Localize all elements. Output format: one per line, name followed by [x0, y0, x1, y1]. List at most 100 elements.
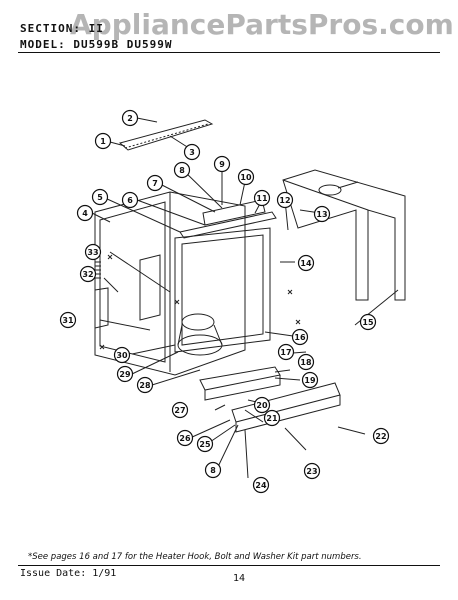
callout-8: 8: [173, 161, 191, 179]
callout-circle: [313, 205, 331, 223]
callout-number: 11: [256, 194, 268, 203]
callout-circle: [136, 376, 154, 394]
callout-circle: [252, 476, 270, 494]
callout-number: 26: [179, 434, 191, 443]
callout-29: 29: [116, 365, 134, 383]
bracket-part: [199, 366, 281, 391]
motor-part: [94, 287, 109, 329]
callout-26: 26: [176, 429, 194, 447]
callout-number: 31: [62, 316, 74, 325]
callout-number: 22: [375, 432, 386, 441]
callout-circle: [113, 346, 131, 364]
callout-circle: [237, 168, 255, 186]
callout-circle: [79, 265, 97, 283]
callout-circle: [277, 343, 295, 361]
callout-number: 6: [127, 196, 133, 205]
callout-19: 19: [301, 371, 319, 389]
callout-circle: [76, 204, 94, 222]
insulation-blanket-part: [282, 169, 406, 301]
callout-number: 15: [362, 318, 374, 327]
callout-20: 20: [253, 396, 271, 414]
callout-18: 18: [297, 353, 315, 371]
callout-number: 18: [300, 358, 312, 367]
callout-number: 19: [304, 376, 316, 385]
callout-circle: [176, 429, 194, 447]
top-rail-part: [179, 211, 277, 239]
callout-circle: [196, 435, 214, 453]
callout-number: 21: [266, 414, 278, 423]
callout-number: 30: [116, 351, 128, 360]
callout-circle: [173, 161, 191, 179]
callout-3: 3: [183, 143, 201, 161]
callout-number: 5: [97, 193, 103, 202]
callout-number: 10: [240, 173, 252, 182]
callout-9: 9: [213, 155, 231, 173]
callout-number: 8: [210, 466, 216, 475]
header-rule: [18, 52, 440, 53]
callout-number: 13: [316, 210, 327, 219]
callout-circle: [59, 311, 77, 329]
toe-panel-part: [231, 382, 341, 423]
callout-circle: [94, 132, 112, 150]
callout-circle: [253, 396, 271, 414]
callout-circle: [116, 365, 134, 383]
callout-16: 16: [291, 328, 309, 346]
callout-number: 8: [179, 166, 185, 175]
callout-number: 12: [279, 196, 290, 205]
footer-rule: [18, 565, 440, 566]
callout-number: 2: [127, 114, 133, 123]
callout-number: 1: [100, 137, 106, 146]
callout-1: 1: [94, 132, 112, 150]
callout-25: 25: [196, 435, 214, 453]
callout-5: 5: [91, 188, 109, 206]
callout-number: 32: [82, 270, 93, 279]
callout-30: 30: [113, 346, 131, 364]
side-panel-part: [139, 254, 161, 321]
callout-32: 32: [79, 265, 97, 283]
callout-number: 9: [219, 160, 225, 169]
callout-10: 10: [237, 168, 255, 186]
callout-number: 4: [82, 209, 88, 218]
callout-circle: [121, 109, 139, 127]
callout-number: 20: [256, 401, 268, 410]
callout-circle: [303, 462, 321, 480]
callout-circle: [359, 313, 377, 331]
callout-circle: [84, 243, 102, 261]
callout-number: 3: [189, 148, 195, 157]
callout-27: 27: [171, 401, 189, 419]
tub-frame-part: [174, 227, 271, 353]
callout-circle: [213, 155, 231, 173]
callout-circle: [171, 401, 189, 419]
callout-number: 33: [87, 248, 98, 257]
callout-number: 29: [119, 370, 131, 379]
callout-number: 7: [152, 179, 158, 188]
callout-6: 6: [121, 191, 139, 209]
callout-31: 31: [59, 311, 77, 329]
callout-24: 24: [252, 476, 270, 494]
callout-number: 16: [294, 333, 306, 342]
callout-12: 12: [276, 191, 294, 209]
callout-circle: [146, 174, 164, 192]
callout-circle: [253, 189, 271, 207]
callout-number: 23: [306, 467, 317, 476]
callout-14: 14: [297, 254, 315, 272]
callout-13: 13: [313, 205, 331, 223]
callout-circle: [291, 328, 309, 346]
callout-33: 33: [84, 243, 102, 261]
model-label: MODEL: DU599B DU599W: [20, 38, 173, 51]
callout-circle: [91, 188, 109, 206]
callout-circle: [297, 353, 315, 371]
callout-22: 22: [372, 427, 390, 445]
callout-circle: [301, 371, 319, 389]
footnote: *See pages 16 and 17 for the Heater Hook…: [28, 552, 362, 562]
callout-number: 27: [174, 406, 185, 415]
callout-circle: [263, 409, 281, 427]
callout-number: 24: [255, 481, 267, 490]
page-number: 14: [233, 573, 246, 584]
callout-circle: [297, 254, 315, 272]
callout-8: 8: [204, 461, 222, 479]
callout-number: 28: [139, 381, 151, 390]
